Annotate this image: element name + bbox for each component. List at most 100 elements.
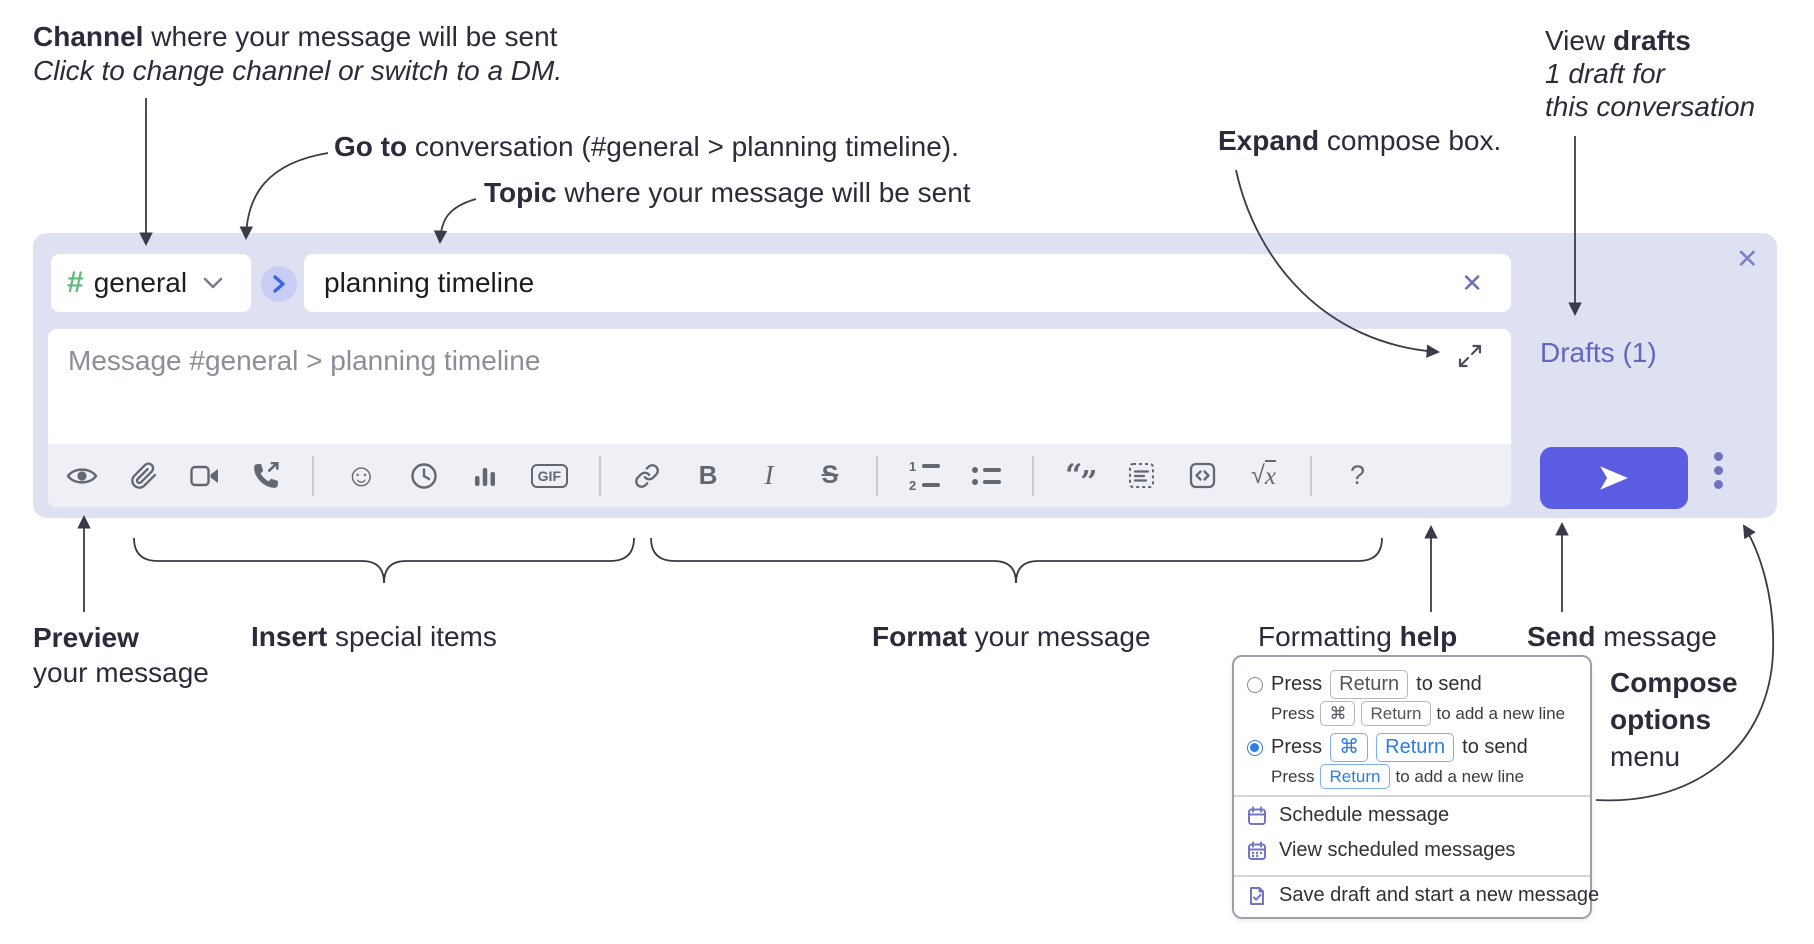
radio-selected-icon[interactable] — [1247, 739, 1263, 756]
annotation-channel-sub: Click to change channel or switch to a D… — [33, 55, 563, 86]
drafts-link[interactable]: Drafts (1) — [1540, 337, 1657, 368]
strikethrough-button[interactable]: S — [821, 461, 839, 489]
message-input[interactable] — [48, 329, 1511, 441]
menu-item-schedule-message[interactable]: Schedule message — [1234, 804, 1449, 827]
annotation-preview: Preview your message — [33, 620, 209, 690]
sqrt-variable: x — [1264, 460, 1276, 491]
menu-option2-subtext: Press Return to add a new line — [1271, 764, 1525, 790]
phone-call-button[interactable] — [251, 459, 281, 493]
option2-sub-tail: to add a new line — [1395, 766, 1525, 786]
menu-divider — [1234, 875, 1590, 877]
gif-label: GIF — [530, 463, 569, 488]
annotation-preview-line2: your message — [33, 657, 209, 688]
menu-option1-subtext: Press ⌘ Return to add a new line — [1271, 701, 1566, 727]
annotation-topic-bold: Topic — [484, 177, 557, 208]
draft-check-icon — [1247, 886, 1267, 906]
brace-format-group — [650, 537, 1383, 584]
option1-sub-tail: to add a new line — [1436, 703, 1566, 723]
compose-toolbar: ☺ GIF B I S 1 2 — [48, 444, 1511, 507]
annotation-format-rest: your message — [966, 621, 1151, 652]
italic-button[interactable]: I — [764, 460, 774, 490]
annotation-drafts-bold: drafts — [1612, 25, 1691, 56]
compose-options-button[interactable] — [1714, 452, 1723, 489]
calendar-icon — [1247, 806, 1267, 826]
annotation-compose-line3: menu — [1610, 741, 1681, 772]
annotation-drafts-pre: View — [1545, 25, 1613, 56]
menu-item-save-draft[interactable]: Save draft and start a new message — [1234, 884, 1599, 907]
keycap-cmd: ⌘ — [1320, 701, 1356, 727]
annotation-drafts-line3: this conversation — [1545, 91, 1756, 122]
help-button[interactable]: ? — [1350, 460, 1366, 490]
annotation-expand-bold: Expand — [1218, 125, 1320, 156]
toolbar-divider — [876, 455, 879, 496]
formula-button[interactable]: √x — [1249, 459, 1279, 493]
emoji-button[interactable]: ☺ — [345, 457, 378, 493]
annotation-goto-bold: Go to — [334, 131, 408, 162]
channel-name-label: general — [93, 267, 188, 298]
annotation-drafts-line2: 1 draft for — [1545, 58, 1665, 89]
link-button[interactable] — [632, 459, 662, 493]
quote-open: “ — [1065, 458, 1082, 493]
attach-paperclip-button[interactable] — [129, 459, 159, 493]
menu-item-view-scheduled[interactable]: View scheduled messages — [1234, 839, 1515, 862]
topic-input[interactable] — [304, 267, 1462, 299]
chevron-right-icon — [273, 275, 285, 293]
gif-button[interactable]: GIF — [530, 459, 569, 493]
bulleted-list-button[interactable] — [971, 459, 1001, 493]
connector-goto-arrow — [239, 152, 329, 241]
code-button[interactable] — [1188, 459, 1218, 493]
annotation-goto: Go to conversation (#general > planning … — [334, 130, 959, 163]
send-button[interactable] — [1540, 447, 1688, 509]
toolbar-divider — [599, 455, 602, 496]
annotation-channel-rest: where your message will be sent — [143, 21, 558, 52]
annotation-send-message: Send message — [1527, 620, 1717, 653]
sqrt-radical: √ — [1251, 461, 1265, 489]
annotation-format: Format your message — [872, 620, 1151, 653]
option1-sub-press: Press — [1271, 703, 1315, 723]
bold-button[interactable]: B — [698, 460, 718, 490]
expand-compose-icon[interactable] — [1457, 343, 1483, 369]
ordered-list-1: 1 — [909, 458, 917, 474]
brace-insert-group — [133, 537, 635, 584]
toolbar-divider — [1309, 455, 1312, 496]
annotation-compose-line1: Compose — [1610, 667, 1738, 698]
option2-sub-press: Press — [1271, 766, 1315, 786]
menu-item-label: Schedule message — [1279, 804, 1450, 826]
channel-selector-button[interactable]: # general — [50, 253, 252, 313]
keycap-return: Return — [1361, 701, 1431, 727]
bar-chart-button[interactable] — [470, 459, 500, 493]
menu-option-return-to-send[interactable]: Press Return to send — [1247, 670, 1482, 699]
annotation-send-rest: message — [1595, 621, 1717, 652]
keycap-return-blue: Return — [1376, 733, 1455, 762]
quote-close: ” — [1080, 465, 1097, 500]
keycap-return-blue: Return — [1320, 764, 1390, 790]
annotation-expand: Expand compose box. — [1218, 124, 1501, 157]
clock-button[interactable] — [409, 459, 439, 493]
menu-item-label: View scheduled messages — [1279, 839, 1516, 861]
compose-options-menu: Press Return to send Press ⌘ Return to a… — [1232, 655, 1599, 919]
menu-option-cmd-return-to-send[interactable]: Press ⌘ Return to send — [1247, 733, 1528, 762]
annotation-topic-rest: where your message will be sent — [556, 177, 971, 208]
ordered-list-button[interactable]: 1 2 — [909, 458, 941, 493]
goto-conversation-button[interactable] — [261, 266, 297, 302]
toolbar-divider — [1032, 455, 1035, 496]
code-block-button[interactable] — [1127, 459, 1157, 493]
preview-eye-button[interactable] — [66, 459, 98, 493]
annotation-insert-rest: special items — [327, 621, 497, 652]
toolbar-divider — [312, 455, 314, 496]
option1-press: Press — [1271, 673, 1323, 695]
annotation-expand-rest: compose box. — [1319, 125, 1502, 156]
annotation-send-bold: Send — [1527, 621, 1596, 652]
topic-field-container: ✕ — [303, 253, 1512, 313]
keycap-cmd-blue: ⌘ — [1330, 733, 1369, 762]
calendar-days-icon — [1247, 841, 1267, 861]
clear-topic-icon[interactable]: ✕ — [1461, 268, 1483, 298]
blockquote-button[interactable]: “” — [1065, 458, 1098, 500]
close-icon[interactable]: ✕ — [1736, 244, 1759, 274]
video-camera-button[interactable] — [190, 459, 220, 493]
menu-item-label: Save draft and start a new message — [1279, 884, 1600, 906]
radio-unselected-icon[interactable] — [1247, 676, 1263, 693]
annotation-help-bold: help — [1399, 621, 1458, 652]
annotation-view-drafts: View drafts 1 draft for this conversatio… — [1545, 24, 1755, 123]
